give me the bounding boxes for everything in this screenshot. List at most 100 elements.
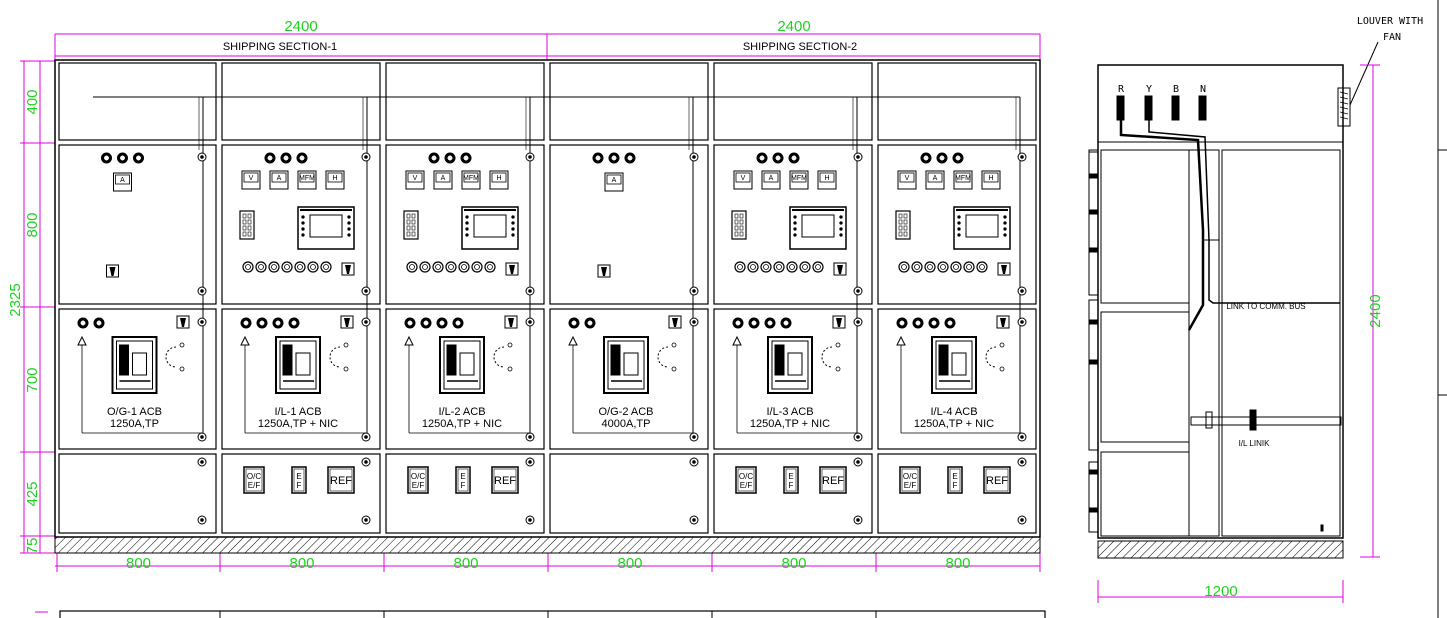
pivot — [343, 366, 349, 372]
acb-body — [931, 336, 977, 394]
screw — [856, 435, 860, 439]
screw — [364, 320, 368, 324]
compartment — [58, 308, 217, 450]
indicator-lamp-center — [136, 155, 141, 161]
acb-title: I/L-1 ACB — [274, 406, 321, 418]
annunciator-cell — [734, 213, 739, 219]
meter-h: H — [988, 175, 993, 182]
meter-a: A — [612, 177, 617, 184]
meter-mfm: MFM — [463, 175, 479, 182]
screw — [856, 155, 860, 159]
acb-face — [607, 340, 645, 390]
pushbutton — [799, 261, 811, 273]
annunciator-cell — [406, 219, 411, 225]
relay-label: REF — [986, 475, 1008, 487]
annunciator-cell — [242, 225, 247, 231]
arrow — [404, 335, 414, 346]
acb-body — [275, 336, 321, 394]
relay-label: O/C — [411, 472, 425, 481]
pushbutton — [898, 261, 910, 273]
louver-blade — [1339, 91, 1349, 95]
indicator-lamp-center — [955, 155, 961, 161]
acb-window — [132, 352, 147, 376]
indicator-lamp-center — [299, 155, 305, 161]
pushbutton — [242, 261, 254, 273]
meter-a: A — [769, 175, 774, 182]
acb-window — [623, 352, 639, 376]
relay-label: F — [789, 481, 794, 490]
pushbutton — [268, 261, 280, 273]
indicator-lamp-center — [571, 320, 577, 326]
meter-face — [763, 172, 779, 183]
annunciator-cell — [903, 225, 908, 231]
compartment — [58, 62, 217, 141]
meter-face — [899, 172, 915, 183]
indicator-lamp-center — [267, 155, 273, 161]
meter-v: V — [741, 175, 746, 182]
selector-handle — [601, 267, 607, 276]
screw — [692, 518, 696, 522]
meter-v: V — [905, 175, 910, 182]
pushbutton — [750, 264, 756, 270]
acb-control — [282, 344, 293, 376]
relay-label: E — [460, 472, 465, 481]
annunciator-cell — [242, 219, 247, 225]
pushbutton — [258, 264, 264, 270]
acb-window — [951, 352, 967, 376]
pushbutton — [911, 261, 923, 273]
screw — [856, 289, 860, 293]
protection-relay-face — [293, 468, 305, 492]
compartment — [713, 308, 873, 450]
pushbutton — [937, 261, 949, 273]
pushbutton — [487, 264, 493, 270]
phase-y: Y — [1146, 84, 1152, 95]
pushbutton — [271, 264, 277, 270]
panel-width-3: 800 — [617, 555, 642, 572]
protection-relay-face — [985, 468, 1009, 492]
annunciator-cell — [406, 213, 411, 219]
relay-led — [793, 233, 797, 237]
relay-label: REF — [494, 475, 516, 487]
screw — [1020, 435, 1024, 439]
indicator-lamp-center — [104, 155, 109, 161]
compartment — [549, 453, 709, 534]
acb-control — [774, 344, 785, 376]
hinge — [1088, 469, 1099, 475]
pivot — [999, 342, 1005, 348]
screw — [364, 155, 368, 159]
indicator-lamp-center — [791, 155, 797, 161]
meter-face — [407, 172, 423, 183]
pushbutton — [963, 261, 975, 273]
selector-handle — [836, 318, 842, 327]
indicator-lamp-center — [947, 320, 953, 326]
pushbutton — [422, 264, 428, 270]
earth-marker — [1320, 524, 1324, 532]
screw — [528, 518, 532, 522]
relay-unit — [789, 206, 847, 250]
indicator-lamp-center — [259, 320, 265, 326]
protection-relay — [819, 466, 847, 494]
relay-led — [465, 233, 469, 237]
hinge — [1088, 247, 1099, 253]
relay-led — [347, 221, 351, 225]
meter-box — [113, 172, 132, 192]
total-height: 2325 — [7, 283, 24, 316]
acb-rating: 1250A,TP + NIC — [914, 418, 994, 430]
meter-h: H — [496, 175, 501, 182]
screw — [1020, 460, 1024, 464]
relay-label: O/C — [739, 472, 753, 481]
panel-width-5: 800 — [945, 555, 970, 572]
meter-face — [955, 172, 971, 183]
base-plinth — [54, 536, 1041, 554]
pushbutton — [976, 261, 988, 273]
pushbutton — [747, 261, 759, 273]
louver-blade — [1339, 96, 1349, 100]
meter-a: A — [277, 175, 282, 182]
phase-b: B — [1173, 84, 1179, 95]
pivot — [179, 366, 185, 372]
indicator-lamp-center — [275, 320, 281, 326]
pushbutton — [245, 264, 251, 270]
meter-box — [604, 172, 624, 192]
meter-face — [606, 174, 622, 185]
